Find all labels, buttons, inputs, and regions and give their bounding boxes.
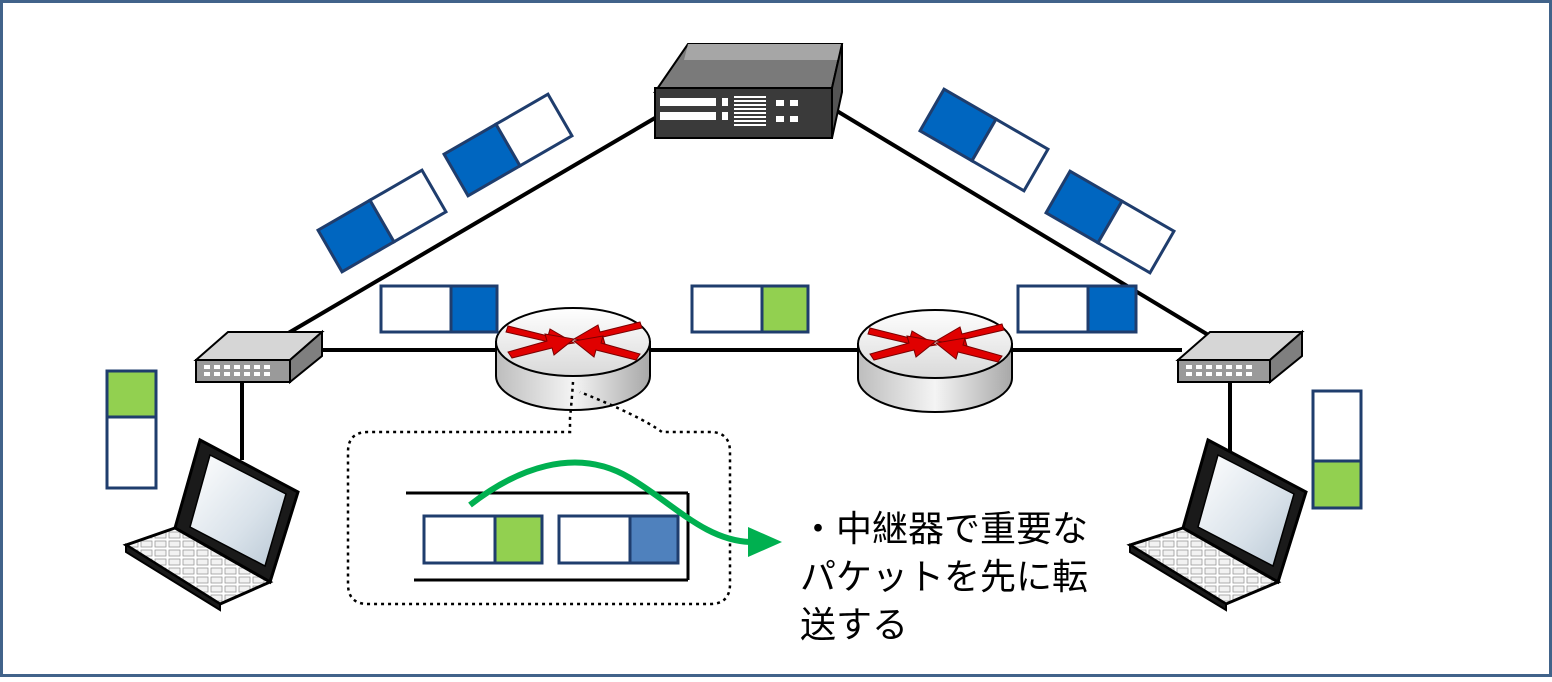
network-links bbox=[240, 106, 1232, 460]
packet bbox=[441, 92, 575, 198]
packet bbox=[379, 284, 499, 334]
link-core-left bbox=[283, 116, 657, 337]
packet bbox=[315, 168, 449, 274]
laptop-icon bbox=[1126, 437, 1308, 612]
hub-icon bbox=[193, 329, 325, 385]
packet bbox=[422, 514, 544, 565]
laptop-icon bbox=[122, 437, 300, 612]
network-switch-icon bbox=[653, 43, 844, 139]
packet bbox=[1016, 284, 1138, 334]
packet bbox=[1311, 389, 1363, 510]
caption-line: 送する bbox=[800, 605, 909, 646]
router-icon bbox=[857, 309, 1013, 413]
link-core-right bbox=[830, 106, 1212, 338]
priority-forwarding-caption: ・中継器で重要な パケットを先に転 送する bbox=[800, 506, 1130, 650]
hub-icon bbox=[1175, 329, 1305, 385]
caption-line: パケットを先に転 bbox=[800, 557, 1089, 598]
packet bbox=[1043, 169, 1177, 275]
packet bbox=[105, 369, 158, 490]
packet bbox=[917, 87, 1051, 193]
priority-flow-arrow bbox=[468, 459, 751, 545]
router-icon bbox=[495, 307, 651, 411]
arrow-head-icon bbox=[748, 527, 782, 557]
packet bbox=[690, 284, 810, 334]
caption-line: ・中継器で重要な bbox=[800, 509, 1089, 550]
packet bbox=[557, 514, 680, 565]
